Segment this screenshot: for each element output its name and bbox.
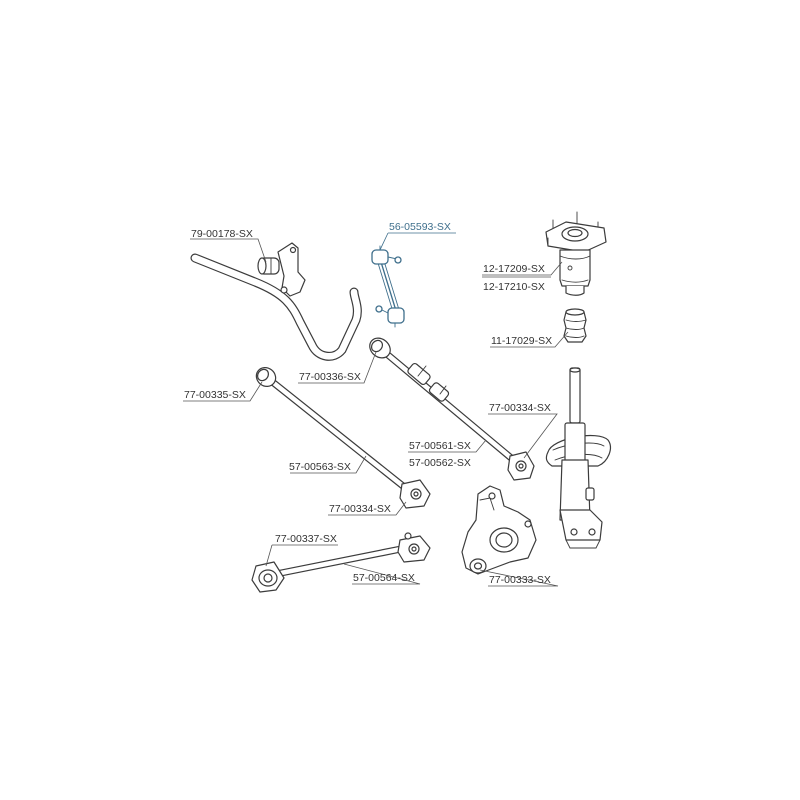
- strut-assembly: [545, 367, 611, 549]
- label-77-00334-sx-upper[interactable]: 77-00334-SX: [489, 402, 551, 414]
- label-77-00336-sx[interactable]: 77-00336-SX: [299, 371, 361, 383]
- stabilizer-bar: [190, 253, 362, 361]
- lower-arm-57-00564[interactable]: [272, 532, 431, 578]
- label-57-00563-sx[interactable]: 57-00563-SX: [289, 461, 351, 473]
- stabilizer-link-56-05593[interactable]: [371, 245, 405, 328]
- label-77-00337-sx[interactable]: 77-00337-SX: [275, 533, 337, 545]
- label-79-00178-sx[interactable]: 79-00178-SX: [191, 228, 253, 240]
- leader-lines: [183, 232, 569, 587]
- arm-bushing-77-00336[interactable]: [366, 334, 394, 362]
- strut-top-mount-12-17209[interactable]: [545, 211, 607, 296]
- label-57-00564-sx[interactable]: 57-00564-SX: [353, 572, 415, 584]
- adjustable-arm-57-00561[interactable]: [384, 351, 520, 466]
- knuckle-assembly: [461, 485, 537, 575]
- arm-bushing-77-00334-upper[interactable]: [507, 451, 535, 481]
- part-labels: 79-00178-SX 56-05593-SX 12-17209-SX 12-1…: [184, 221, 552, 586]
- label-12-17210-sx[interactable]: 12-17210-SX: [483, 281, 545, 293]
- label-57-00562-sx[interactable]: 57-00562-SX: [409, 457, 471, 469]
- arm-bushing-77-00334-lower[interactable]: [399, 479, 431, 509]
- label-77-00333-sx[interactable]: 77-00333-SX: [489, 574, 551, 586]
- label-77-00334-sx-lower[interactable]: 77-00334-SX: [329, 503, 391, 515]
- knuckle-bushing-77-00333[interactable]: [469, 558, 487, 574]
- label-57-00561-sx[interactable]: 57-00561-SX: [409, 440, 471, 452]
- label-77-00335-sx[interactable]: 77-00335-SX: [184, 389, 246, 401]
- label-56-05593-sx[interactable]: 56-05593-SX: [389, 221, 451, 233]
- stabilizer-bushing-79-00178[interactable]: [257, 242, 306, 297]
- lateral-arm-57-00563[interactable]: [266, 376, 412, 494]
- label-11-17029-sx[interactable]: 11-17029-SX: [491, 335, 552, 347]
- label-12-17209-sx[interactable]: 12-17209-SX: [483, 263, 545, 275]
- arm-bushing-77-00337[interactable]: [251, 561, 285, 593]
- bump-stop-11-17029[interactable]: [563, 308, 587, 343]
